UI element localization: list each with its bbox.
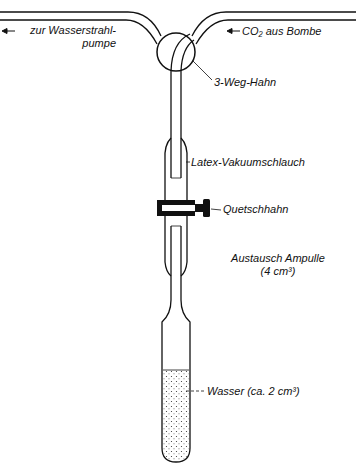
part-label: Latex-Vakuumschlauch	[191, 156, 351, 169]
part-label: zur Wasserstrahl- pumpe	[16, 24, 116, 50]
part-label: CO₂ aus Bombe	[242, 25, 352, 38]
part-label: 3-Weg-Hahn	[214, 76, 314, 89]
part-label: Wasser (ca. 2 cm³)	[207, 385, 347, 398]
part-label: Quetschhahn	[223, 203, 323, 216]
part-label: Austausch Ampulle (4 cm³)	[226, 252, 330, 278]
